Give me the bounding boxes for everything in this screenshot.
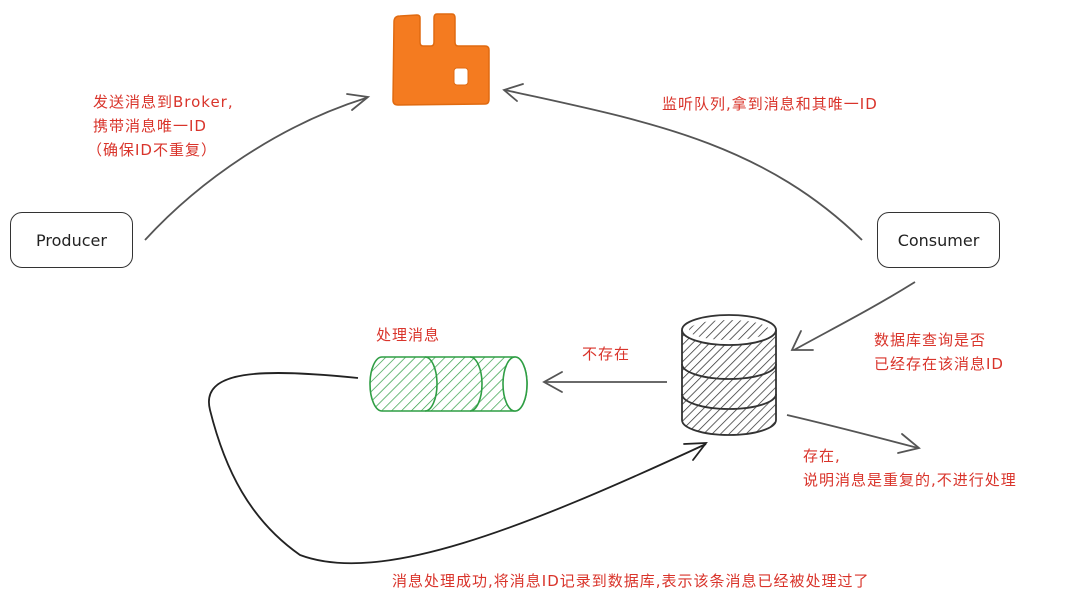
- queue-icon: [369, 356, 528, 412]
- exist-label: 存在, 说明消息是重复的,不进行处理: [803, 444, 1017, 492]
- arrow-database-exist: [786, 414, 921, 454]
- exist-label-line: 存在,: [803, 447, 841, 465]
- not-exist-label: 不存在: [582, 345, 631, 363]
- process-label: 处理消息: [376, 326, 441, 344]
- arrow-process-to-database: [208, 372, 708, 565]
- rabbitmq-icon: [392, 13, 490, 106]
- arrow-consumer-to-broker: [502, 83, 863, 241]
- producer-node: Producer: [10, 212, 133, 268]
- query-label-line: 已经存在该消息ID: [874, 355, 1004, 373]
- database-icon: [681, 314, 777, 436]
- exist-label-line: 说明消息是重复的,不进行处理: [803, 471, 1017, 489]
- arrow-consumer-to-database: [790, 281, 916, 351]
- arrow-database-to-process: [542, 371, 667, 393]
- send-label: 发送消息到Broker, 携带消息唯一ID （确保ID不重复）: [87, 90, 234, 162]
- record-label: 消息处理成功,将消息ID记录到数据库,表示该条消息已经被处理过了: [392, 572, 870, 590]
- arrow-producer-to-broker: [144, 93, 371, 241]
- send-label-line: 发送消息到Broker,: [93, 93, 234, 111]
- query-label: 数据库查询是否 已经存在该消息ID: [874, 328, 1004, 376]
- send-label-line: （确保ID不重复）: [87, 141, 217, 159]
- query-label-line: 数据库查询是否: [874, 331, 987, 349]
- send-label-line: 携带消息唯一ID: [93, 117, 207, 135]
- listen-label: 监听队列,拿到消息和其唯一ID: [662, 95, 878, 113]
- consumer-label: Consumer: [897, 230, 980, 250]
- consumer-node: Consumer: [877, 212, 1000, 268]
- producer-label: Producer: [36, 230, 107, 250]
